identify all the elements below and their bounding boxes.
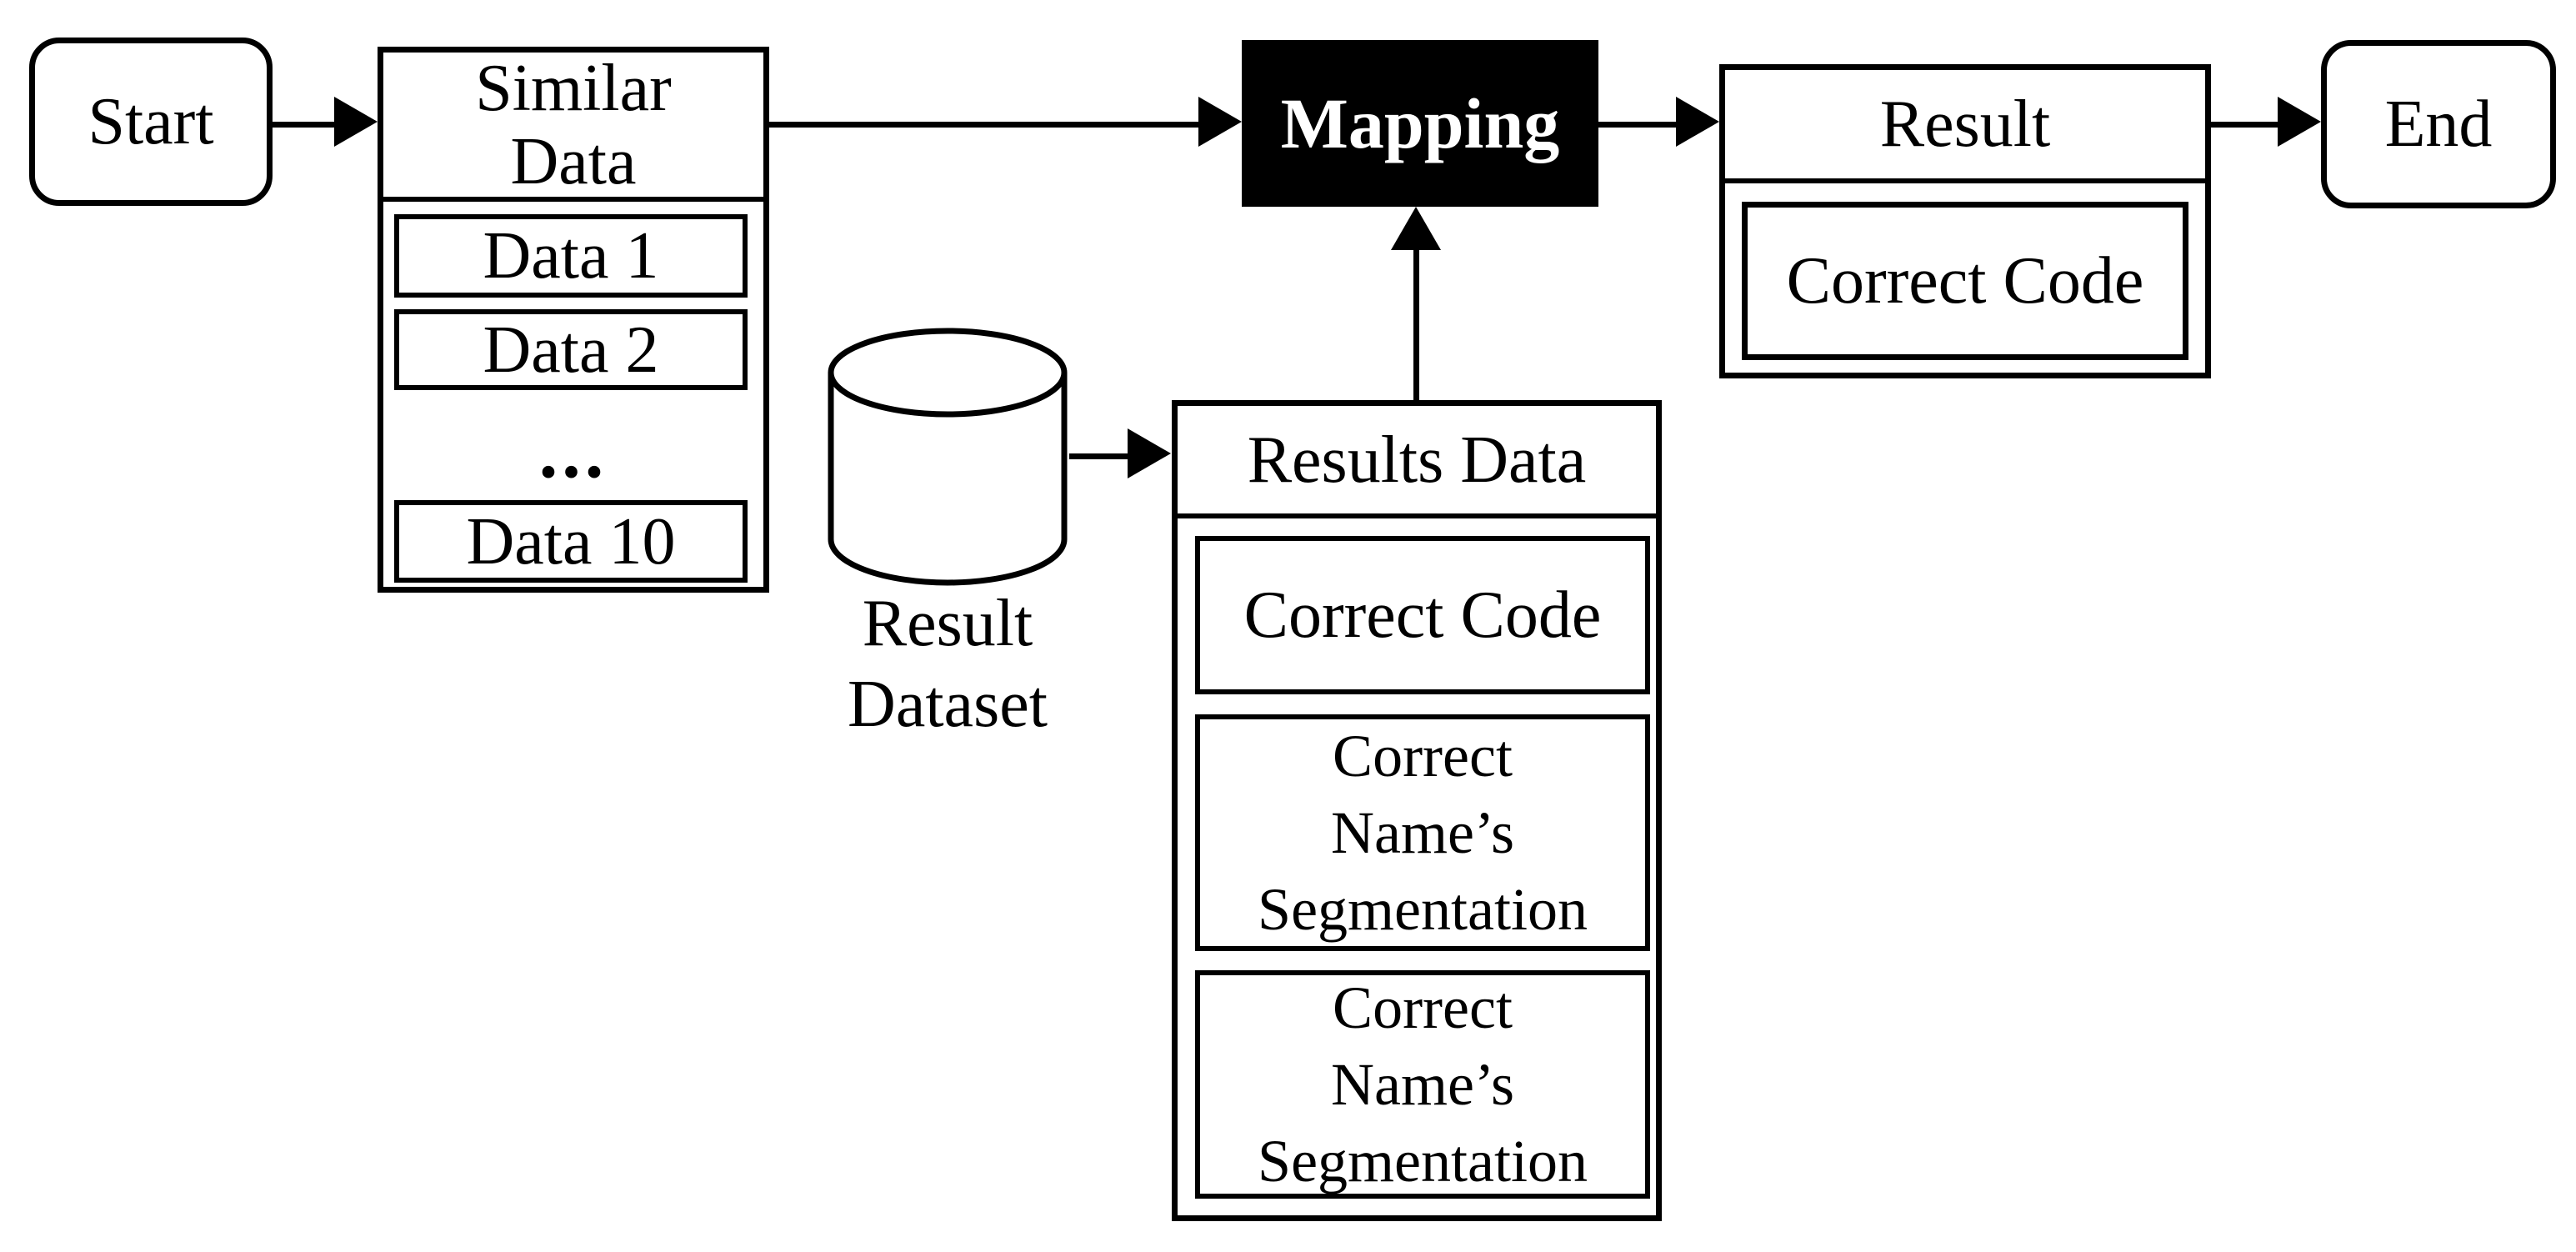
results-correct-code-label: Correct Code [1243, 578, 1602, 652]
arrow-results-to-mapping-head [1391, 207, 1441, 250]
result-correct-code-box: Correct Code [1742, 202, 2188, 360]
database-cylinder-icon [828, 328, 1068, 586]
end-label: End [2384, 88, 2493, 161]
arrow-result-to-end-head [2278, 97, 2321, 147]
arrow-mapping-to-result-head [1676, 97, 1719, 147]
result-header: Result [1725, 70, 2205, 178]
data-2-box: Data 2 [394, 309, 748, 390]
results-correct-code-box: Correct Code [1195, 536, 1650, 694]
start-node: Start [29, 38, 273, 206]
data-2-label: Data 2 [483, 313, 659, 387]
similar-data-header: Similar Data [383, 51, 763, 198]
results-data-node: Results Data Correct Code Correct Name’s… [1172, 400, 1662, 1221]
data-10-box: Data 10 [394, 500, 748, 583]
arrow-mapping-to-result-line [1598, 122, 1676, 128]
similar-data-node: Similar Data Data 1 Data 2 ... Data 10 [378, 47, 769, 593]
results-data-header: Results Data [1178, 406, 1656, 513]
results-data-divider [1178, 513, 1656, 518]
similar-data-title: Similar Data [475, 51, 672, 198]
arrow-dataset-to-results-line [1069, 453, 1129, 459]
data-ellipsis: ... [383, 406, 763, 498]
start-label: Start [88, 85, 214, 158]
cylinder-top [828, 328, 1068, 418]
results-data-title: Results Data [1247, 423, 1587, 497]
data-ellipsis-label: ... [538, 410, 608, 493]
result-node: Result Correct Code [1719, 64, 2211, 378]
result-divider [1725, 178, 2205, 183]
arrow-similar-to-mapping-line [769, 122, 1198, 128]
data-1-label: Data 1 [483, 219, 659, 293]
data-10-label: Data 10 [466, 504, 676, 578]
result-dataset-label: Result Dataset [848, 587, 1048, 741]
results-segmentation-box-2: Correct Name’s Segmentation [1195, 970, 1650, 1199]
mapping-node: Mapping [1242, 40, 1598, 207]
cylinder-body [828, 373, 1068, 586]
arrow-start-to-similar-line [273, 122, 339, 128]
arrow-start-to-similar-head [334, 97, 378, 147]
results-segmentation-label-1: Correct Name’s Segmentation [1258, 723, 1588, 943]
arrow-results-to-mapping-line [1413, 248, 1419, 400]
similar-data-divider [383, 197, 763, 202]
results-segmentation-box-1: Correct Name’s Segmentation [1195, 714, 1650, 951]
results-segmentation-label-2: Correct Name’s Segmentation [1258, 974, 1588, 1194]
end-node: End [2321, 40, 2556, 208]
mapping-label: Mapping [1280, 83, 1560, 163]
arrow-similar-to-mapping-head [1198, 97, 1242, 147]
arrow-dataset-to-results-head [1128, 428, 1171, 478]
data-1-box: Data 1 [394, 214, 748, 298]
arrow-result-to-end-line [2211, 122, 2278, 128]
result-title: Result [1879, 88, 2051, 161]
result-correct-code-label: Correct Code [1786, 244, 2144, 318]
